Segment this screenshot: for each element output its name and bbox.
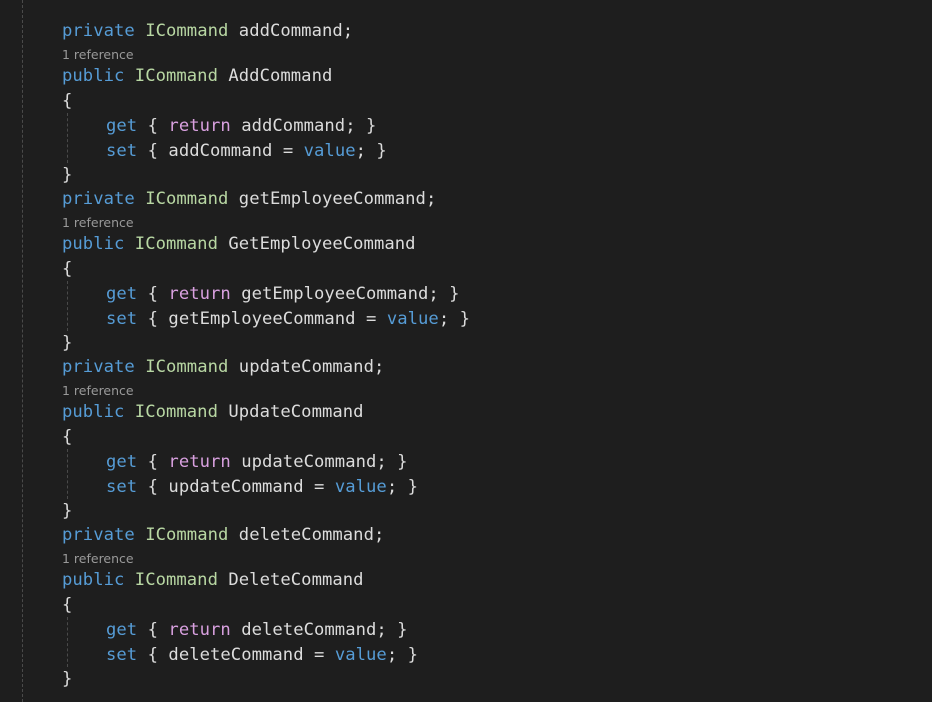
field-type: ICommand: [145, 189, 229, 209]
codelens-references[interactable]: 1 reference: [62, 47, 134, 62]
property-declaration-line[interactable]: public ICommand AddCommand: [62, 64, 332, 88]
set-keyword: set: [106, 309, 138, 329]
field-modifier: private: [62, 21, 135, 41]
property-block-delete: private ICommand deleteCommand; 1 refere…: [0, 523, 932, 691]
close-brace-line[interactable]: }: [62, 501, 73, 521]
close-brace-line[interactable]: }: [62, 165, 73, 185]
codelens-references[interactable]: 1 reference: [62, 383, 134, 398]
semicolon: ;: [373, 525, 385, 545]
setter-field: addCommand: [168, 141, 273, 161]
value-keyword: value: [303, 141, 356, 161]
property-block-add: private ICommand addCommand; 1 reference…: [0, 19, 932, 187]
inner-indent-guide: [67, 617, 68, 667]
field-modifier: private: [62, 525, 135, 545]
open-brace-line[interactable]: {: [62, 91, 73, 111]
semicolon: ;: [425, 189, 437, 209]
return-keyword: return: [168, 452, 231, 472]
codelens-references[interactable]: 1 reference: [62, 551, 134, 566]
semicolon: ;: [373, 357, 385, 377]
field-type: ICommand: [145, 357, 229, 377]
setter-field: updateCommand: [168, 477, 304, 497]
field-modifier: private: [62, 357, 135, 377]
getter-field: updateCommand: [241, 452, 377, 472]
value-keyword: value: [334, 645, 387, 665]
getter-line[interactable]: get { return addCommand; }: [106, 116, 377, 136]
field-declaration-line[interactable]: private ICommand getEmployeeCommand;: [62, 187, 436, 211]
property-type: ICommand: [134, 570, 218, 590]
getter-field: deleteCommand: [241, 620, 377, 640]
property-name: UpdateCommand: [228, 402, 364, 422]
property-modifier: public: [62, 234, 125, 254]
property-type: ICommand: [134, 402, 218, 422]
field-declaration-line[interactable]: private ICommand deleteCommand;: [62, 523, 384, 547]
setter-line[interactable]: set { updateCommand = value; }: [106, 477, 419, 497]
open-brace-line[interactable]: {: [62, 427, 73, 447]
open-brace-line[interactable]: {: [62, 595, 73, 615]
field-declaration-line[interactable]: private ICommand addCommand;: [62, 19, 353, 43]
field-name: deleteCommand: [238, 525, 374, 545]
inner-indent-guide: [67, 281, 68, 331]
set-keyword: set: [106, 645, 138, 665]
set-keyword: set: [106, 477, 138, 497]
get-keyword: get: [106, 620, 138, 640]
property-name: DeleteCommand: [228, 570, 364, 590]
semicolon: ;: [342, 21, 354, 41]
property-name: AddCommand: [228, 66, 333, 86]
return-keyword: return: [168, 284, 231, 304]
getter-line[interactable]: get { return getEmployeeCommand; }: [106, 284, 460, 304]
close-brace-line[interactable]: }: [62, 333, 73, 353]
outer-indent-guide: [22, 0, 23, 702]
field-modifier: private: [62, 189, 135, 209]
return-keyword: return: [168, 116, 231, 136]
setter-field: getEmployeeCommand: [168, 309, 356, 329]
return-keyword: return: [168, 620, 231, 640]
close-brace-line[interactable]: }: [62, 669, 73, 689]
property-type: ICommand: [134, 66, 218, 86]
setter-line[interactable]: set { deleteCommand = value; }: [106, 645, 419, 665]
field-type: ICommand: [145, 21, 229, 41]
property-block-get-employee: private ICommand getEmployeeCommand; 1 r…: [0, 187, 932, 355]
inner-indent-guide: [67, 113, 68, 163]
get-keyword: get: [106, 284, 138, 304]
setter-line[interactable]: set { getEmployeeCommand = value; }: [106, 309, 471, 329]
property-modifier: public: [62, 66, 125, 86]
field-name: updateCommand: [238, 357, 374, 377]
value-keyword: value: [334, 477, 387, 497]
getter-line[interactable]: get { return updateCommand; }: [106, 452, 408, 472]
get-keyword: get: [106, 116, 138, 136]
setter-line[interactable]: set { addCommand = value; }: [106, 141, 387, 161]
open-brace-line[interactable]: {: [62, 259, 73, 279]
getter-field: getEmployeeCommand: [241, 284, 429, 304]
codelens-references[interactable]: 1 reference: [62, 215, 134, 230]
inner-indent-guide: [67, 449, 68, 499]
getter-line[interactable]: get { return deleteCommand; }: [106, 620, 408, 640]
field-type: ICommand: [145, 525, 229, 545]
property-modifier: public: [62, 402, 125, 422]
code-editor[interactable]: private ICommand addCommand; 1 reference…: [0, 19, 932, 691]
field-name: getEmployeeCommand: [238, 189, 426, 209]
get-keyword: get: [106, 452, 138, 472]
set-keyword: set: [106, 141, 138, 161]
property-type: ICommand: [134, 234, 218, 254]
property-modifier: public: [62, 570, 125, 590]
property-declaration-line[interactable]: public ICommand GetEmployeeCommand: [62, 232, 416, 256]
property-block-update: private ICommand updateCommand; 1 refere…: [0, 355, 932, 523]
property-declaration-line[interactable]: public ICommand UpdateCommand: [62, 400, 364, 424]
field-declaration-line[interactable]: private ICommand updateCommand;: [62, 355, 384, 379]
setter-field: deleteCommand: [168, 645, 304, 665]
property-name: GetEmployeeCommand: [228, 234, 416, 254]
value-keyword: value: [386, 309, 439, 329]
getter-field: addCommand: [241, 116, 346, 136]
field-name: addCommand: [238, 21, 343, 41]
property-declaration-line[interactable]: public ICommand DeleteCommand: [62, 568, 364, 592]
